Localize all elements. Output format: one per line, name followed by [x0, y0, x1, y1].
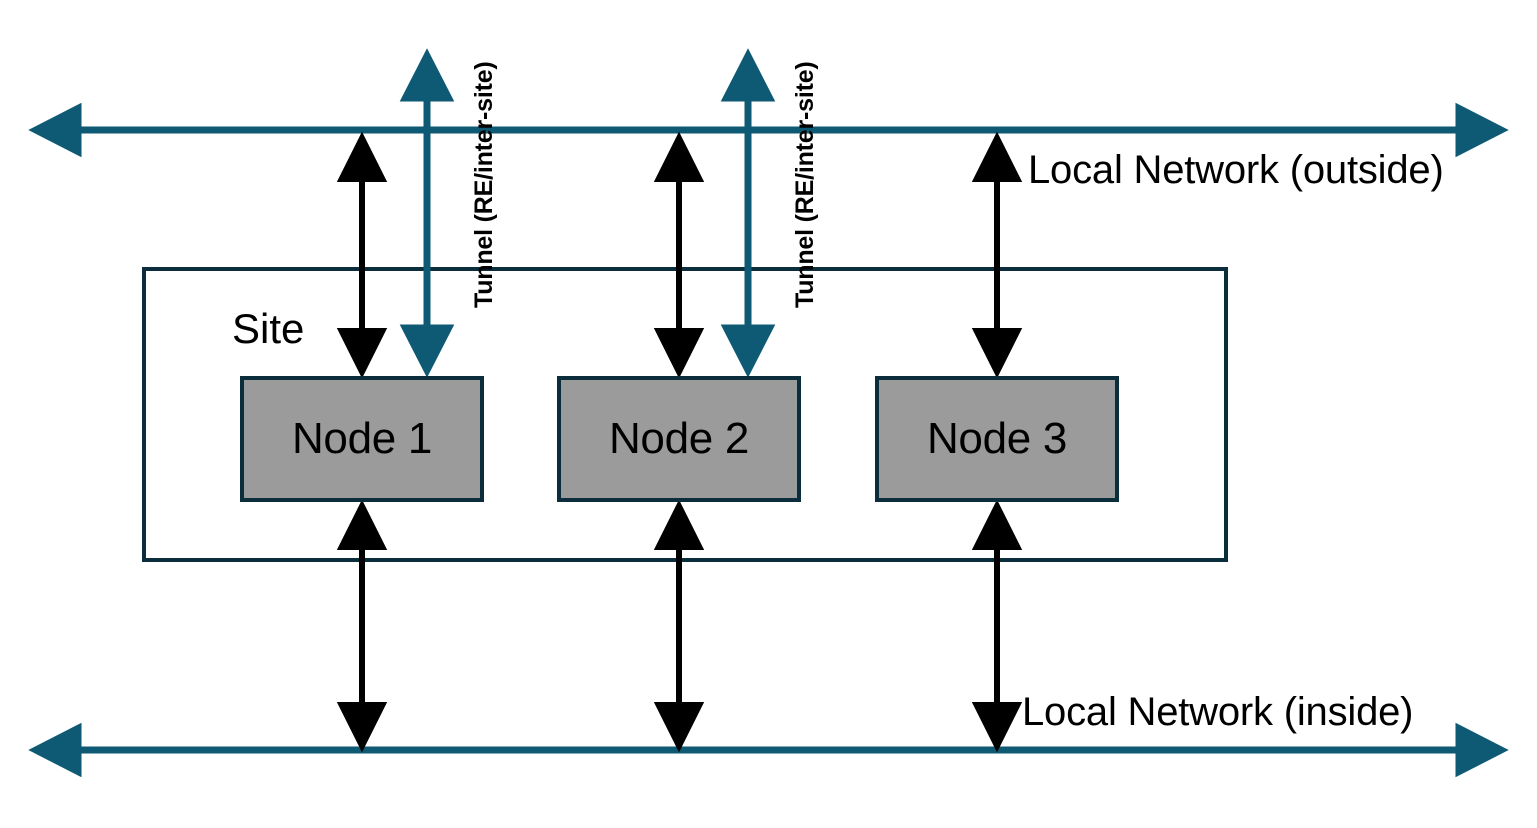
tunnel-label-2: Tunnel (RE/inter-site) — [791, 61, 819, 308]
node-box-3[interactable]: Node 3 — [875, 376, 1119, 502]
node-label-2: Node 2 — [608, 414, 750, 463]
local-network-inside-label: Local Network (inside) — [1022, 690, 1414, 734]
site-label: Site — [232, 305, 305, 352]
tunnel-label-1: Tunnel (RE/inter-site) — [470, 61, 498, 308]
node-box-1[interactable]: Node 1 — [240, 376, 484, 502]
node-box-2[interactable]: Node 2 — [557, 376, 801, 502]
node-label-3: Node 3 — [926, 414, 1068, 463]
node-label-1: Node 1 — [291, 414, 433, 463]
local-network-outside-label: Local Network (outside) — [1028, 148, 1444, 192]
